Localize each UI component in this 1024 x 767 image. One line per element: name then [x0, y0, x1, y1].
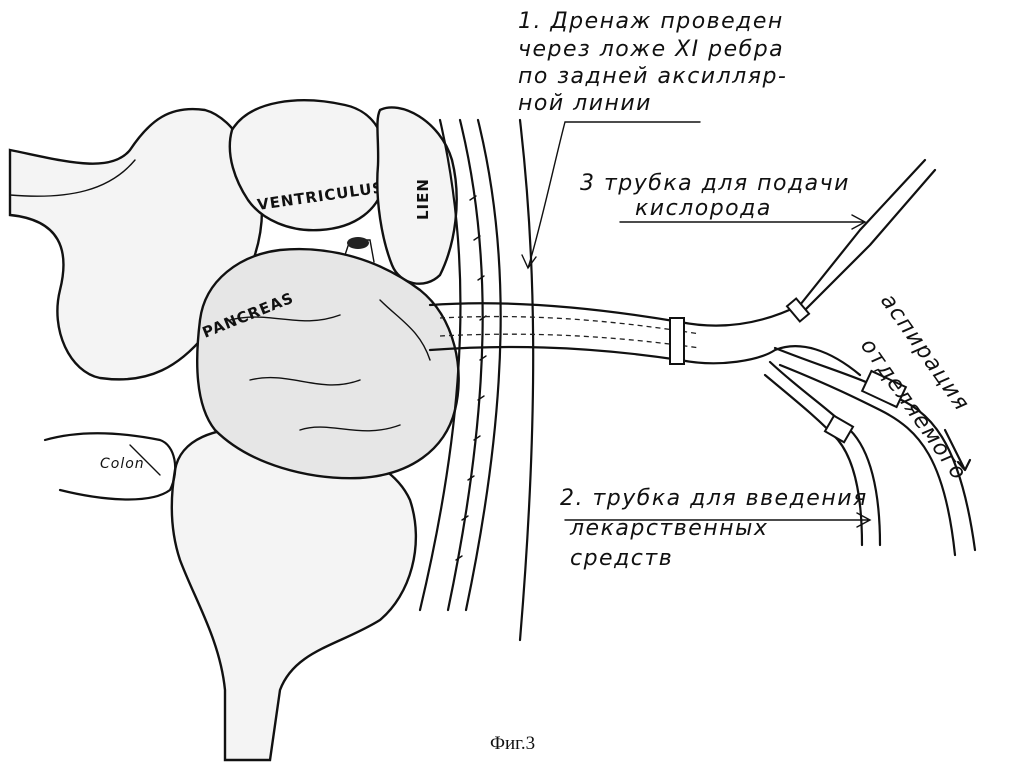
drain-note-line-4: ной линии [518, 91, 652, 116]
oxygen-note-line-2: кислорода [635, 196, 772, 221]
drain-note-line-3: по задней аксилляр- [518, 64, 787, 89]
oxygen-note-line-1: 3 трубка для подачи [580, 171, 850, 196]
drain-note-line-2: через ложе XI ребра [518, 37, 784, 62]
colon: Colon [45, 433, 175, 499]
drug-note-line-3: средств [570, 546, 673, 571]
lien-label: LIEN [414, 178, 432, 220]
drug-note-line-2: лекарственных [569, 516, 768, 541]
drain-note-line-1: 1. Дренаж проведен [518, 9, 784, 34]
figure-caption: Фиг.3 [490, 733, 535, 754]
drug-note-line-1: 2. трубка для введения [560, 486, 868, 511]
lower-retractor [172, 429, 416, 760]
lien: LIEN [377, 107, 456, 283]
colon-label: Colon [100, 456, 145, 472]
